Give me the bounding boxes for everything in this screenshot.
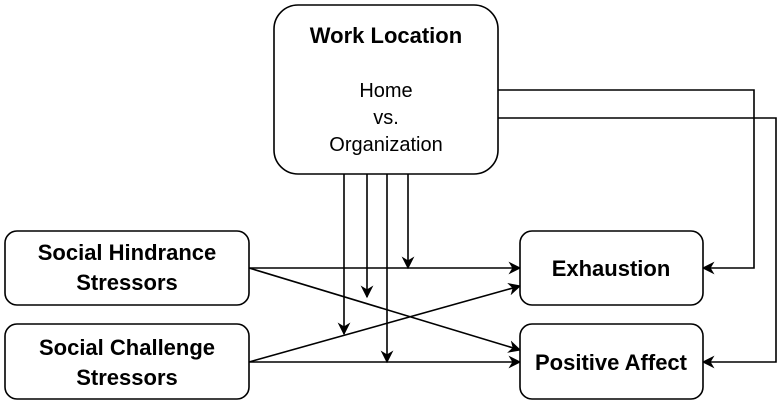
edge-hindrance-to-positive-affect (248, 267, 522, 353)
social-challenge-line-2: Stressors (76, 365, 178, 390)
exhaustion-label: Exhaustion (552, 256, 671, 281)
social-hindrance-line-2: Stressors (76, 270, 178, 295)
work-location-title: Work Location (310, 23, 462, 48)
work-location-line-1: Home (359, 80, 412, 102)
node-work-location: Work Location Home vs. Organization (273, 4, 499, 175)
social-challenge-line-1: Social Challenge (39, 335, 215, 360)
node-positive-affect: Positive Affect (519, 323, 704, 400)
node-social-challenge-stressors: Social Challenge Stressors (4, 323, 250, 400)
node-exhaustion: Exhaustion (519, 230, 704, 306)
node-social-hindrance-stressors: Social Hindrance Stressors (4, 230, 250, 306)
edge-work-location-to-positive-affect (498, 117, 777, 369)
social-hindrance-line-1: Social Hindrance (38, 240, 217, 265)
edges (248, 89, 777, 369)
edge-work-location-to-exhaustion (498, 89, 755, 275)
work-location-line-2: vs. (373, 107, 399, 129)
edge-challenge-to-exhaustion (248, 282, 522, 363)
positive-affect-label: Positive Affect (535, 350, 688, 375)
work-location-line-3: Organization (329, 134, 442, 156)
